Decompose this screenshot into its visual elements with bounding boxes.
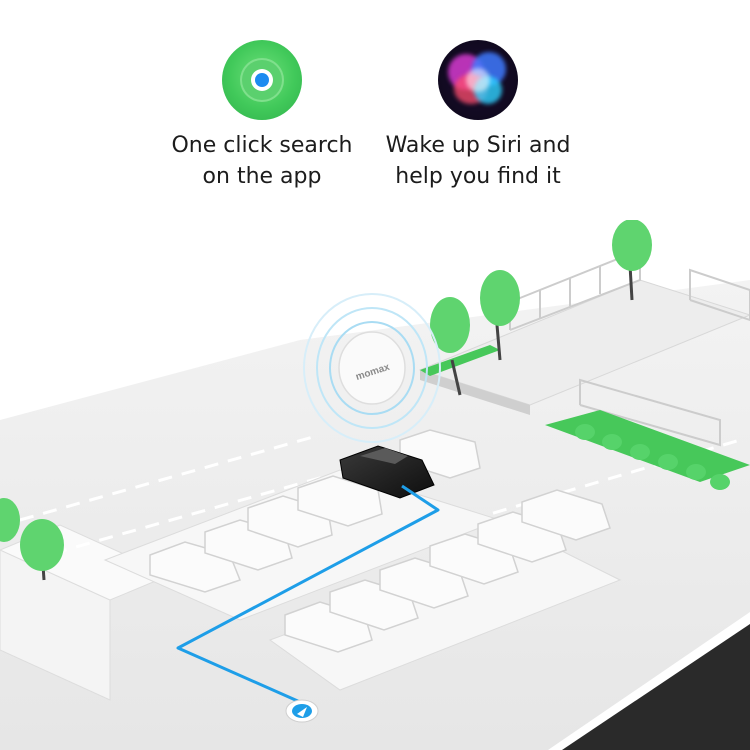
parked-cars <box>149 429 611 653</box>
curb <box>548 612 750 750</box>
trees <box>0 220 652 581</box>
momax-tracker: momax <box>338 331 406 405</box>
tree <box>0 498 20 542</box>
sports-court <box>418 279 750 406</box>
feature-siri: Wake up Siri and help you find it <box>348 40 608 192</box>
court-edge <box>420 370 530 415</box>
lane-markings <box>19 433 741 562</box>
target-car <box>339 445 435 499</box>
tree <box>480 270 520 361</box>
feature-app-search-line2: on the app <box>202 164 322 189</box>
hedge-strip <box>545 410 750 482</box>
feature-app-search-line1: One click search <box>171 133 353 158</box>
feature-siri-line1: Wake up Siri and <box>385 133 571 158</box>
feature-app-search: One click search on the app <box>132 40 392 192</box>
feature-siri-caption: Wake up Siri and help you find it <box>348 130 608 192</box>
find-my-location-dot <box>251 69 273 91</box>
navigation-path <box>176 484 440 704</box>
tree <box>20 519 64 581</box>
parking-lot-illustration: momax <box>0 220 750 750</box>
location-arrow-icon <box>285 699 319 723</box>
feature-header: One click search on the app Wake up Siri… <box>0 0 750 220</box>
siri-icon <box>438 40 518 120</box>
tree <box>430 297 470 396</box>
signal-rings <box>303 293 441 443</box>
tree <box>612 220 652 301</box>
feature-siri-line2: help you find it <box>395 164 561 189</box>
feature-app-search-caption: One click search on the app <box>132 130 392 192</box>
find-my-icon <box>222 40 302 120</box>
parked-car <box>297 475 383 527</box>
parked-car <box>521 489 611 541</box>
hedge-bushes <box>575 424 730 490</box>
